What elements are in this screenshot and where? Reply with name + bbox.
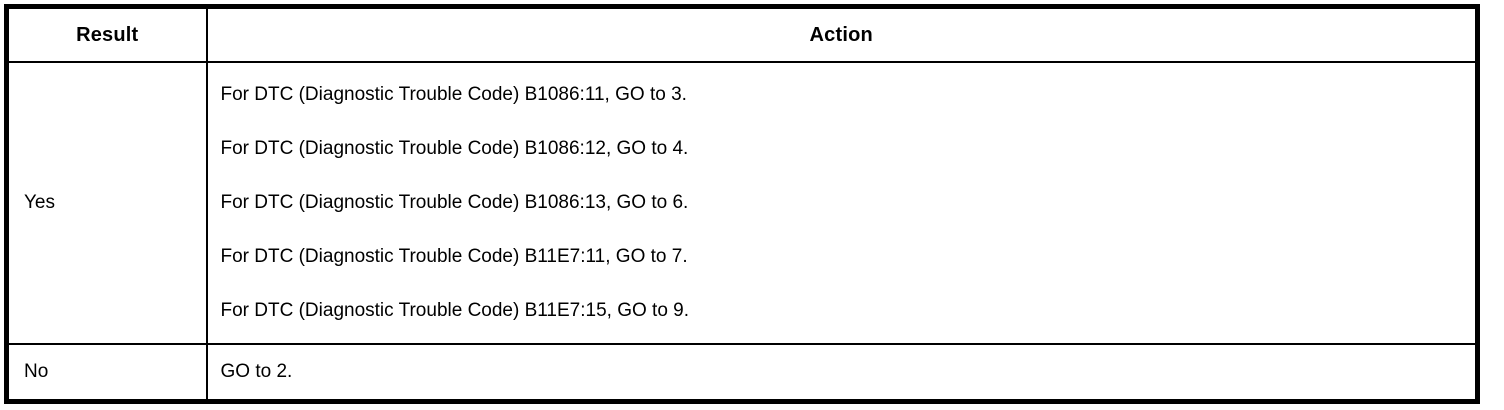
result-cell-no: No [5, 343, 208, 403]
header-row: Result Action [5, 5, 1479, 63]
action-line-dtc-b1086-13: For DTC (Diagnostic Trouble Code) B1086:… [220, 192, 689, 213]
result-action-table: Result Action Yes For DTC (Diagnostic Tr… [4, 4, 1480, 404]
result-cell-yes: Yes [5, 61, 208, 345]
action-cell-yes: For DTC (Diagnostic Trouble Code) B1086:… [205, 61, 1479, 345]
action-line-dtc-b11e7-11: For DTC (Diagnostic Trouble Code) B11E7:… [220, 246, 688, 267]
action-column-header: Action [205, 5, 1479, 63]
action-line-go-to-2: GO to 2. [220, 361, 293, 382]
action-cell-no: GO to 2. [205, 343, 1479, 403]
table-row-yes: Yes For DTC (Diagnostic Trouble Code) B1… [5, 61, 1479, 345]
action-line-dtc-b11e7-15: For DTC (Diagnostic Trouble Code) B11E7:… [220, 300, 690, 321]
result-column-header: Result [5, 5, 208, 63]
action-line-dtc-b1086-12: For DTC (Diagnostic Trouble Code) B1086:… [220, 138, 689, 159]
action-line-dtc-b1086-11: For DTC (Diagnostic Trouble Code) B1086:… [220, 84, 687, 105]
table-row-no: No GO to 2. [5, 343, 1479, 403]
